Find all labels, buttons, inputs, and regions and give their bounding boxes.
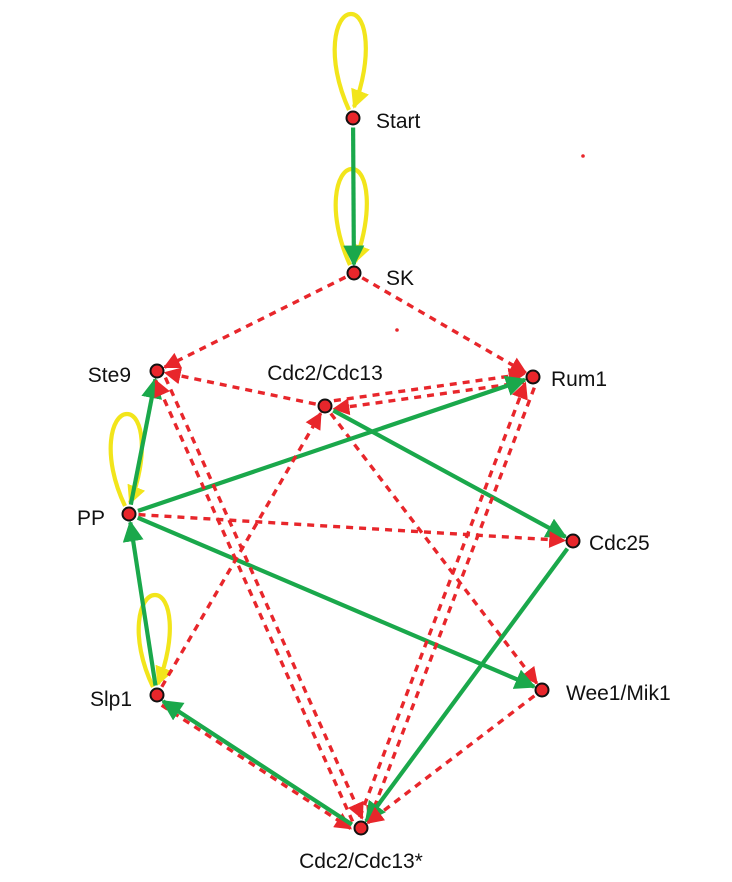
edge-start-to-sk-activation xyxy=(343,127,365,267)
edge-cdc2-to-cdc25-activation xyxy=(332,408,568,539)
node-label-pp: PP xyxy=(77,507,105,530)
edge-cdc2-to-wee1-inhibition xyxy=(329,412,539,685)
edge-wee1-to-cdc2star-inhibition xyxy=(366,694,536,825)
node-rum1 xyxy=(525,369,541,385)
self-loop-start xyxy=(332,11,369,111)
stray-dots xyxy=(395,154,585,332)
node-cdc2 xyxy=(317,398,333,414)
node-start xyxy=(345,110,361,126)
edge-cdc25-to-cdc2star-activation xyxy=(364,547,570,823)
edge-cdc2star-to-rum1-inhibition xyxy=(358,381,528,818)
node-label-start: Start xyxy=(376,110,421,133)
self-loop-sk xyxy=(333,166,370,266)
node-cdc2star xyxy=(353,820,369,836)
edge-pp-to-ste9-activation xyxy=(128,377,163,506)
node-slp1 xyxy=(149,687,165,703)
edge-pp-to-rum1-activation xyxy=(137,375,527,513)
node-label-cdc25: Cdc25 xyxy=(589,532,650,555)
edge-cdc2star-to-ste9-inhibition xyxy=(154,379,355,823)
node-wee1 xyxy=(534,682,550,698)
edge-slp1-to-pp-activation xyxy=(122,520,158,686)
self-loop-pp xyxy=(108,411,146,507)
node-label-cdc2: Cdc2/Cdc13 xyxy=(267,362,383,385)
nodes xyxy=(121,110,581,836)
node-pp xyxy=(121,506,137,522)
self-loops xyxy=(108,11,370,688)
node-label-cdc2star: Cdc2/Cdc13* xyxy=(299,850,423,873)
edge-ste9-to-cdc2star-inhibition xyxy=(163,376,364,820)
edges xyxy=(122,127,570,830)
node-label-slp1: Slp1 xyxy=(90,688,132,711)
edge-pp-to-cdc25-inhibition xyxy=(138,512,567,549)
edge-rum1-to-cdc2star-inhibition xyxy=(366,387,536,824)
self-loop-slp1 xyxy=(136,592,174,688)
edge-cdc2star-to-slp1-activation xyxy=(161,699,354,827)
node-ste9 xyxy=(149,363,165,379)
edge-rum1-to-cdc2-inhibition xyxy=(332,380,525,416)
edge-cdc2-to-rum1-inhibition xyxy=(333,367,526,403)
edge-sk-to-ste9-inhibition xyxy=(163,275,347,369)
node-sk xyxy=(346,265,362,281)
node-cdc25 xyxy=(565,533,581,549)
node-label-rum1: Rum1 xyxy=(551,368,607,391)
node-label-wee1: Wee1/Mik1 xyxy=(566,682,671,705)
edge-pp-to-wee1-activation xyxy=(136,515,537,689)
stray-dot xyxy=(581,154,585,158)
node-label-sk: SK xyxy=(386,267,414,290)
edge-sk-to-rum1-inhibition xyxy=(361,276,528,375)
edge-slp1-to-cdc2star-inhibition xyxy=(160,703,353,830)
stray-dot xyxy=(395,328,399,332)
node-label-ste9: Ste9 xyxy=(88,364,131,387)
